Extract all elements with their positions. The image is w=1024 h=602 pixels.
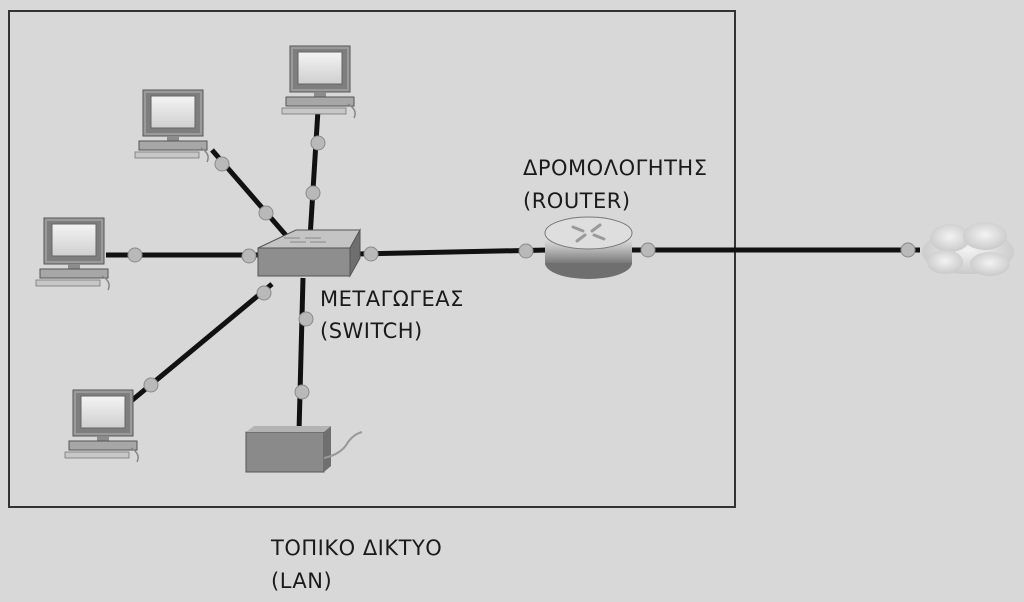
port-dot: [640, 242, 656, 258]
lan-label-greek: ΤΟΠΙΚΟ ΔΙΚΤΥΟ: [271, 536, 443, 560]
port-dot: [214, 156, 230, 172]
port-dot: [363, 246, 379, 262]
port-dot: [310, 135, 326, 151]
port-dot: [127, 247, 143, 263]
port-dot: [256, 285, 272, 301]
computer-left-icon: [35, 217, 110, 291]
port-dot: [294, 384, 310, 400]
port-dot: [298, 311, 314, 327]
router-label-english: (ROUTER): [523, 189, 631, 213]
switch-label-english: (SWITCH): [320, 319, 423, 343]
network-links: [106, 109, 920, 433]
port-dot: [305, 185, 321, 201]
port-dot: [518, 243, 534, 259]
internet-cloud-icon: [922, 222, 1014, 276]
computer-top-icon: [281, 45, 356, 119]
link-port-dots: [127, 135, 916, 400]
link-switch-computer-top: [307, 109, 321, 239]
router-icon: [544, 216, 633, 279]
port-dot: [143, 377, 159, 393]
lan-label-english: (LAN): [271, 569, 333, 593]
port-dot: [258, 205, 274, 221]
switch-label-greek: ΜΕΤΑΓΩΓΕΑΣ: [320, 287, 464, 311]
switch-icon: [257, 228, 361, 278]
router-label-greek: ΔΡΟΜΟΛΟΓΗΤΗΣ: [523, 156, 708, 180]
port-dot: [241, 248, 257, 264]
port-dot: [900, 242, 916, 258]
computer-bottom-left-icon: [64, 389, 139, 463]
link-switch-router: [354, 247, 549, 257]
computer-top-left-icon: [134, 89, 209, 163]
lan-boundary: [8, 10, 736, 508]
printer-icon: [245, 426, 363, 473]
link-switch-printer: [296, 277, 306, 433]
